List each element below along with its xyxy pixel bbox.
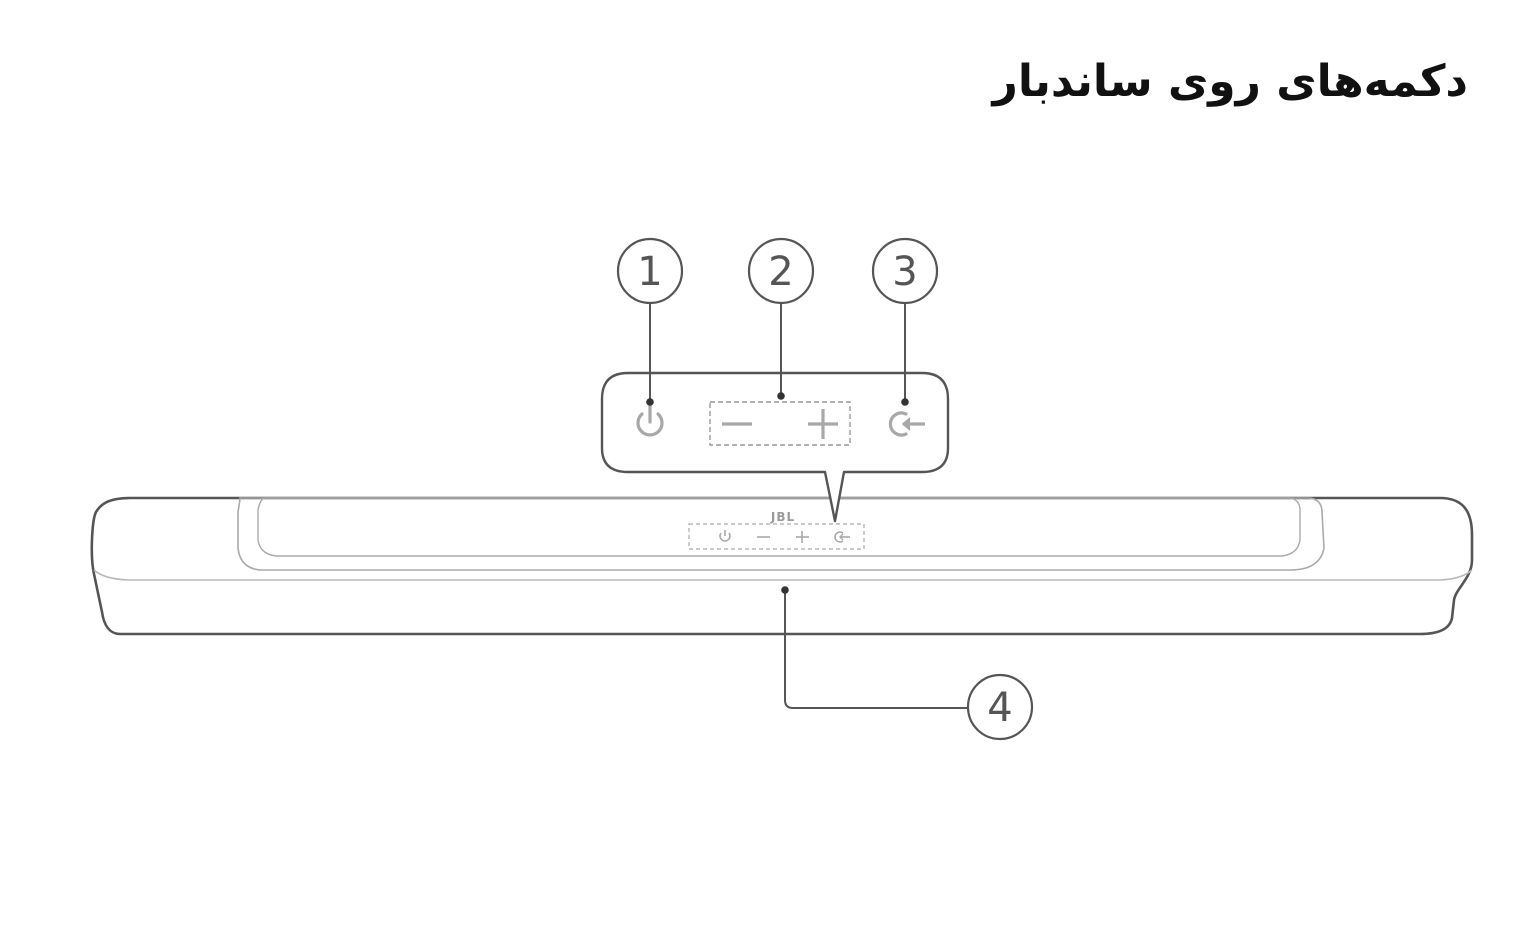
callout-4-leader [784, 590, 968, 709]
soundbar-buttons-outline [688, 523, 865, 550]
callout-3-dot [901, 398, 909, 406]
plus-icon[interactable] [808, 409, 838, 439]
small-power-icon[interactable] [719, 530, 731, 542]
callout-1-circle [616, 237, 684, 305]
page-title: دکمه‌های روی ساندبار [992, 56, 1468, 107]
callout-3-number: 3 [892, 249, 917, 295]
callout-4-circle [966, 673, 1034, 741]
zoom-panel-outline [600, 371, 950, 523]
button-panel-zoom [600, 371, 950, 523]
brand-logo: JBL [770, 510, 795, 524]
callout-4: 4 [781, 586, 1034, 741]
callout-2: 2 [747, 237, 815, 400]
callout-4-dot [781, 586, 789, 594]
soundbar-body [90, 496, 1474, 636]
callout-2-circle [747, 237, 815, 305]
small-source-icon[interactable] [834, 531, 850, 543]
soundbar-control-strip [688, 523, 865, 550]
callout-2-dot [777, 392, 785, 400]
soundbar: JBL [90, 496, 1474, 636]
volume-buttons-outline [709, 401, 851, 446]
source-icon[interactable] [888, 411, 925, 437]
soundbar-top-panel-outer [237, 497, 1325, 571]
callout-1-dot [646, 398, 654, 406]
callout-2-number: 2 [768, 249, 793, 295]
soundbar-front-edge [93, 569, 1473, 581]
callout-1: 1 [616, 237, 684, 406]
callout-4-number: 4 [987, 685, 1012, 731]
callout-3-circle [871, 237, 939, 305]
callout-3: 3 [871, 237, 939, 406]
power-icon[interactable] [636, 404, 664, 437]
callout-1-number: 1 [637, 249, 662, 295]
small-plus-icon[interactable] [796, 531, 809, 543]
soundbar-top-panel-inner [257, 497, 1301, 557]
